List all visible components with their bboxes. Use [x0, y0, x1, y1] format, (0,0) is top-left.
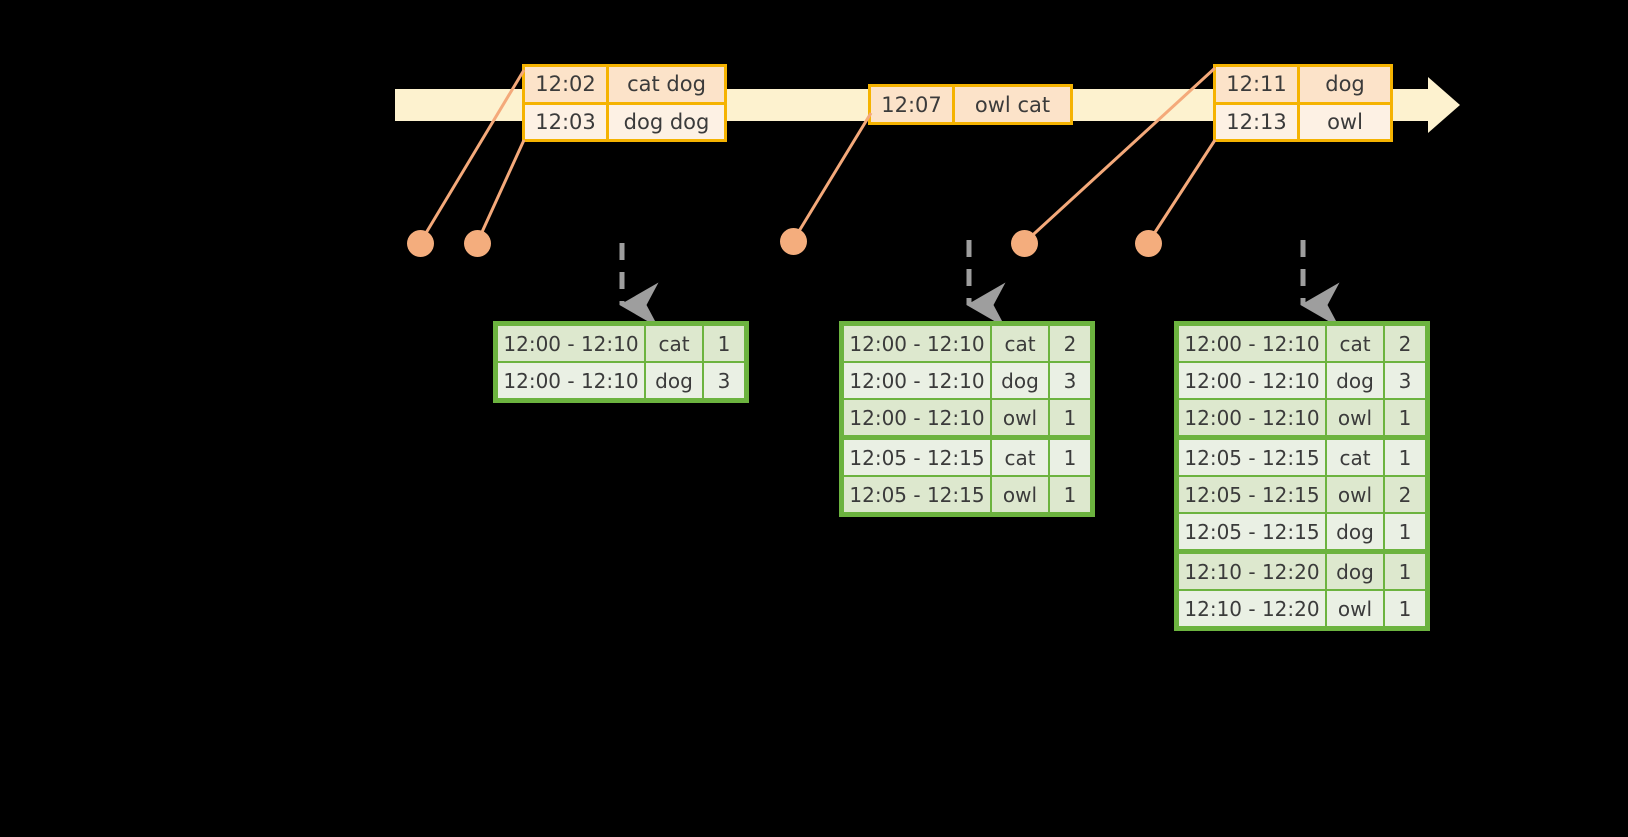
- table-cell-word: dog: [1327, 554, 1383, 589]
- table-cell-window: 12:00 - 12:10: [844, 400, 990, 435]
- table-cell-count: 3: [1050, 363, 1090, 398]
- event-time: 12:02: [525, 67, 609, 102]
- table-cell-word: cat: [1327, 440, 1383, 475]
- table-cell-count: 1: [1385, 591, 1425, 626]
- connector-dot: [407, 230, 434, 257]
- table-cell-window: 12:05 - 12:15: [1179, 440, 1325, 475]
- table-cell-window: 12:05 - 12:15: [844, 440, 990, 475]
- table-group-separator: [1178, 550, 1426, 553]
- table-cell-window: 12:00 - 12:10: [498, 326, 644, 361]
- table-cell-count: 1: [1050, 477, 1090, 512]
- event-time: 12:03: [525, 104, 609, 139]
- table-group-separator: [1178, 436, 1426, 439]
- table-cell-word: dog: [992, 363, 1048, 398]
- table-cell-word: owl: [1327, 477, 1383, 512]
- event-row: 12:07 owl cat: [871, 87, 1070, 122]
- timeline-arrow-head: [1428, 77, 1460, 133]
- table-cell-word: dog: [646, 363, 702, 398]
- event-group-1[interactable]: 12:02 cat dog 12:03 dog dog: [522, 64, 727, 142]
- table-cell-word: owl: [992, 477, 1048, 512]
- event-words: owl cat: [974, 92, 1051, 117]
- table-cell-count: 3: [1385, 363, 1425, 398]
- table-cell-count: 1: [1050, 440, 1090, 475]
- event-words: owl: [1327, 109, 1363, 134]
- table-cell-count: 1: [1050, 400, 1090, 435]
- table-cell-word: dog: [1327, 514, 1383, 549]
- table-cell-word: cat: [1327, 326, 1383, 361]
- table-cell-window: 12:00 - 12:10: [1179, 400, 1325, 435]
- table-cell-window: 12:00 - 12:10: [844, 363, 990, 398]
- event-time: 12:13: [1216, 104, 1300, 139]
- connector-dot: [780, 228, 807, 255]
- event-words: dog: [1325, 72, 1365, 97]
- table-cell-count: 1: [1385, 440, 1425, 475]
- table-cell-window: 12:05 - 12:15: [1179, 477, 1325, 512]
- table-cell-window: 12:10 - 12:20: [1179, 591, 1325, 626]
- connector-dot: [464, 230, 491, 257]
- table-cell-count: 2: [1385, 326, 1425, 361]
- table-cell-window: 12:10 - 12:20: [1179, 554, 1325, 589]
- table-cell-word: owl: [1327, 400, 1383, 435]
- table-cell-word: owl: [992, 400, 1048, 435]
- table-cell-count: 3: [704, 363, 744, 398]
- table-cell-window: 12:05 - 12:15: [1179, 514, 1325, 549]
- event-row: 12:03 dog dog: [525, 101, 724, 139]
- table-cell-window: 12:05 - 12:15: [844, 477, 990, 512]
- table-cell-count: 1: [1385, 400, 1425, 435]
- event-words: cat dog: [627, 72, 706, 97]
- table-cell-count: 1: [704, 326, 744, 361]
- event-group-2[interactable]: 12:07 owl cat: [868, 84, 1073, 125]
- event-time: 12:07: [871, 87, 955, 122]
- table-cell-word: cat: [646, 326, 702, 361]
- event-time: 12:11: [1216, 67, 1300, 102]
- table-cell-count: 2: [1050, 326, 1090, 361]
- event-row: 12:02 cat dog: [525, 67, 724, 102]
- table-cell-window: 12:00 - 12:10: [498, 363, 644, 398]
- event-row: 12:11 dog: [1216, 67, 1390, 102]
- connector-line: [1146, 139, 1217, 244]
- table-cell-word: cat: [992, 326, 1048, 361]
- connector-dot: [1011, 230, 1038, 257]
- table-cell-word: owl: [1327, 591, 1383, 626]
- table-cell-count: 2: [1385, 477, 1425, 512]
- event-group-3[interactable]: 12:11 dog 12:13 owl: [1213, 64, 1393, 142]
- event-words: dog dog: [623, 109, 710, 134]
- table-group-separator: [843, 436, 1091, 439]
- table-cell-word: dog: [1327, 363, 1383, 398]
- table-cell-window: 12:00 - 12:10: [1179, 363, 1325, 398]
- table-cell-window: 12:00 - 12:10: [1179, 326, 1325, 361]
- connector-line: [475, 139, 526, 244]
- table-cell-count: 1: [1385, 554, 1425, 589]
- table-cell-window: 12:00 - 12:10: [844, 326, 990, 361]
- connector-dot: [1135, 230, 1162, 257]
- connector-line: [791, 112, 873, 242]
- table-cell-count: 1: [1385, 514, 1425, 549]
- event-row: 12:13 owl: [1216, 101, 1390, 139]
- table-cell-word: cat: [992, 440, 1048, 475]
